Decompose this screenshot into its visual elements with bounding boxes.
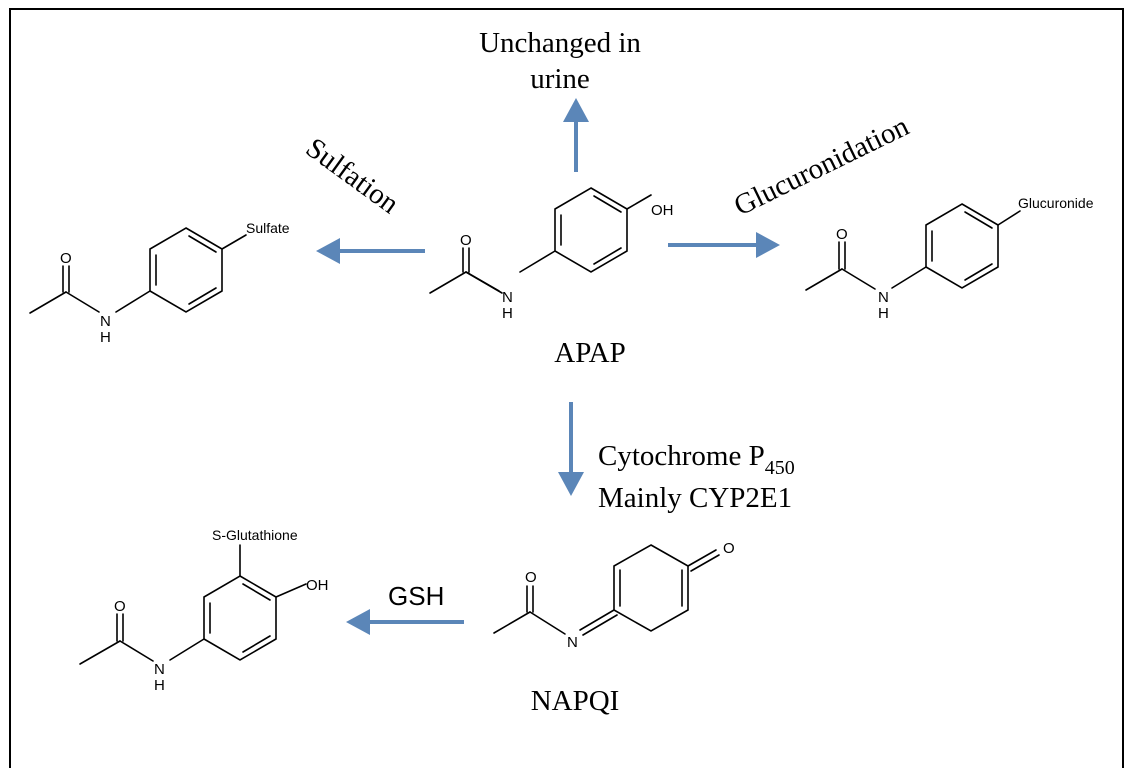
napqi-label: NAPQI [531, 685, 620, 717]
glutathione-group-label: S-Glutathione [212, 527, 298, 543]
apap-hydroxyl: OH [651, 202, 674, 219]
cyp450-label-line1: Cytochrome P450 [598, 440, 795, 479]
cyp450-subscript: 450 [765, 457, 795, 479]
sulfate-group-label: Sulfate [246, 220, 290, 236]
gsh-label: GSH [388, 581, 444, 611]
napqi-amide-oxygen: O [525, 569, 537, 586]
arrow-down-cyp450 [558, 402, 584, 496]
sulfation-label: Sulfation [300, 132, 405, 221]
apap-structure [429, 187, 652, 294]
apap-nitrogen: N [502, 289, 513, 306]
cyp450-label-line2: Mainly CYP2E1 [598, 482, 792, 514]
glutathione-conjugate-hydroxyl: OH [306, 577, 329, 594]
glutathione-conjugate-nitrogen: N [154, 661, 165, 678]
glutathione-conjugate-structure [79, 544, 307, 665]
apap-oxygen: O [460, 232, 472, 249]
glucuronide-product-hydrogen: H [878, 305, 889, 322]
arrow-left-gsh [346, 609, 464, 635]
arrow-right-glucuronidation [668, 232, 780, 258]
glucuronide-product-structure [805, 203, 1021, 291]
arrow-up-urine [563, 98, 589, 172]
napqi-structure [493, 544, 720, 636]
apap-label: APAP [554, 337, 625, 369]
apap-hydrogen: H [502, 305, 513, 322]
glutathione-conjugate-hydrogen: H [154, 677, 165, 694]
napqi-nitrogen: N [567, 634, 578, 651]
glucuronide-product-oxygen: O [836, 226, 848, 243]
urine-label-line2: urine [530, 63, 590, 95]
glutathione-conjugate-oxygen: O [114, 598, 126, 615]
napqi-oxygen: O [723, 540, 735, 557]
glucuronidation-label: Glucuronidation [729, 110, 914, 222]
sulfate-product-oxygen: O [60, 250, 72, 267]
arrow-left-sulfation [316, 238, 425, 264]
diagram-frame [9, 8, 1124, 768]
sulfate-product-nitrogen: N [100, 313, 111, 330]
glucuronide-group-label: Glucuronide [1018, 195, 1094, 211]
urine-label-line1: Unchanged in [479, 27, 641, 59]
cyp450-label-text: Cytochrome P [598, 440, 765, 472]
sulfate-product-structure [29, 227, 247, 314]
glucuronide-product-nitrogen: N [878, 289, 889, 306]
sulfate-product-hydrogen: H [100, 329, 111, 346]
